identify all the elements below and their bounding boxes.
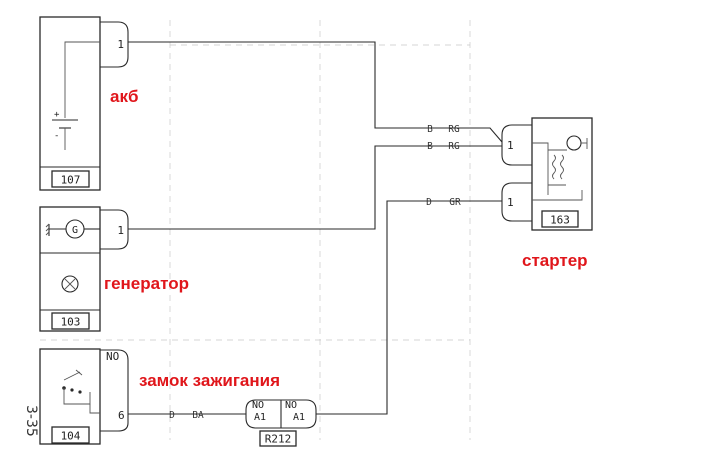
connector-pin-a1-left: A1: [254, 412, 266, 423]
starter-pin-top-label: 1: [507, 139, 514, 152]
generator-icon: G: [45, 219, 100, 239]
ignition-pin-bottom-label: 6: [118, 409, 125, 422]
wire-generator-gauge: B: [427, 141, 433, 152]
connector-left-no: NO: [252, 400, 264, 411]
ignition-ref: 104: [61, 430, 81, 443]
annotation-battery: акб: [110, 87, 138, 106]
wire-generator-color: RG: [448, 141, 460, 152]
wire-battery-color: RG: [448, 124, 460, 135]
wire-ignition-to-starter[interactable]: D GR: [316, 197, 502, 415]
generator-ref: 103: [61, 316, 81, 329]
generator-pin-label: 1: [117, 224, 124, 237]
wire-battery-gauge: B: [427, 124, 433, 135]
wire-generator-to-starter[interactable]: B RG: [128, 141, 502, 230]
generator-component[interactable]: 103 1 G: [39, 206, 129, 332]
starter-component[interactable]: 163 1 1: [501, 117, 593, 231]
battery-ref: 107: [61, 174, 81, 187]
wire-connector-color: BA: [192, 410, 204, 421]
connector-ref: R212: [265, 433, 292, 446]
wire-ignition-gauge: D: [426, 197, 432, 208]
annotation-starter: стартер: [522, 251, 588, 270]
connector-right-no: NO: [285, 400, 297, 411]
svg-text:G: G: [72, 225, 78, 236]
wire-ignition-color: GR: [449, 197, 461, 208]
wire-battery-to-starter[interactable]: B RG: [128, 41, 503, 143]
ignition-switch-component[interactable]: 104 NO 6: [39, 348, 129, 445]
connector-pin-a1-right: A1: [293, 412, 305, 423]
svg-text:+: +: [54, 110, 60, 120]
svg-text:-: -: [54, 131, 59, 141]
background-guides: [40, 20, 471, 440]
starter-motor-icon: [532, 135, 588, 201]
starter-pin-bottom-label: 1: [507, 196, 514, 209]
warning-lamp-icon: [61, 275, 79, 293]
battery-component[interactable]: 107 1 + -: [39, 16, 129, 191]
starter-ref: 163: [550, 214, 570, 227]
battery-pin-label: 1: [117, 38, 124, 51]
ignition-pin-top-label: NO: [106, 350, 119, 363]
annotation-generator: генератор: [104, 274, 189, 293]
page-ref-label: 3-35: [23, 405, 39, 437]
connector-r212[interactable]: NO NO A1 A1 R212: [245, 399, 317, 447]
battery-icon: + -: [52, 110, 78, 150]
wire-ignition-to-connector[interactable]: D BA: [128, 410, 246, 421]
wire-connector-gauge: D: [169, 410, 175, 421]
switch-icon: [62, 369, 100, 414]
annotation-ignition: замок зажигания: [139, 371, 280, 390]
